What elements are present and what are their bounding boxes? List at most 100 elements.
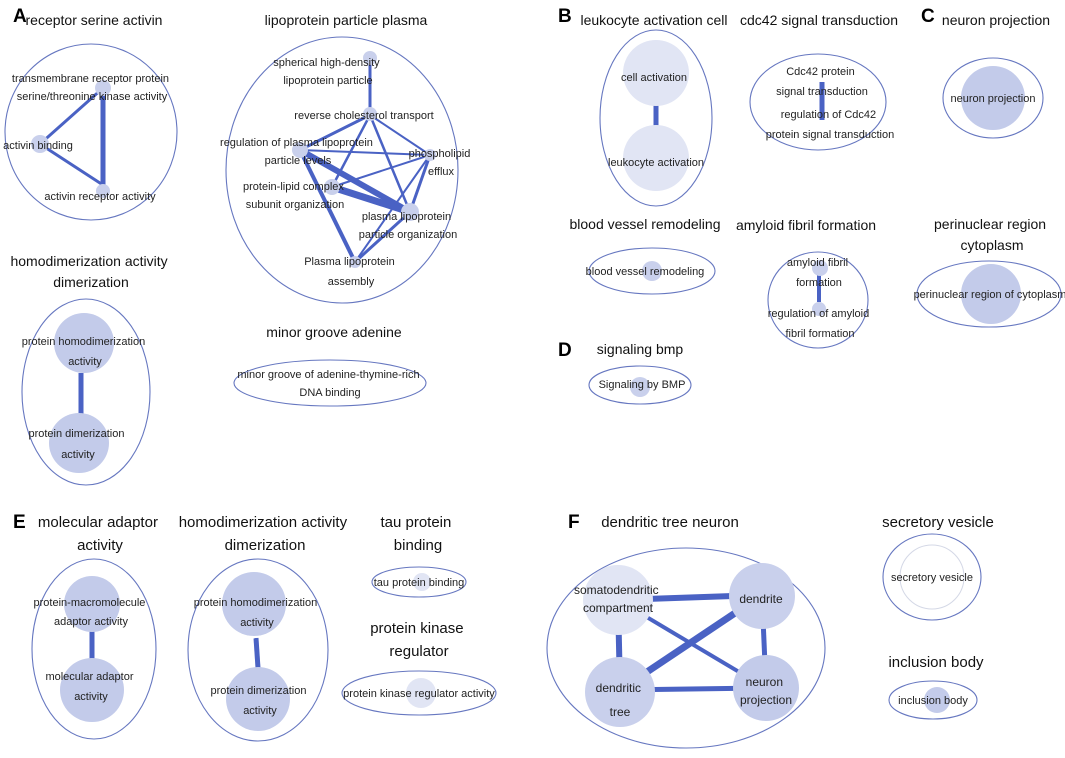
- node-circle: [96, 184, 110, 198]
- edge: [353, 210, 412, 264]
- cluster-title: molecular adaptor activity: [38, 514, 162, 554]
- node-label: cell activation: [621, 72, 687, 84]
- node-circle: [729, 563, 795, 629]
- cluster-secretory-vesicle: secretory vesicle secretory vesicle: [882, 514, 994, 621]
- node-label: protein-macromolecule adaptor activity: [34, 597, 149, 628]
- edges: [39, 86, 106, 187]
- cluster-outline: [225, 36, 459, 304]
- node-label: tau protein binding: [374, 577, 465, 589]
- cluster-cdc42-signal-transduction: cdc42 signal transduction Cdc42 protein …: [740, 12, 898, 151]
- cluster-outline: [31, 558, 157, 740]
- edge: [330, 183, 412, 216]
- node-label: protein kinase regulator activity: [343, 688, 495, 700]
- cluster-title: inclusion body: [888, 654, 984, 671]
- node-circle: [54, 313, 114, 373]
- node-circle: [812, 302, 826, 316]
- node-label: reverse cholesterol transport: [294, 110, 433, 122]
- node-circle: [349, 256, 361, 268]
- cluster-molecular-adaptor: molecular adaptor activity protein-macro…: [31, 514, 162, 740]
- cluster-title: tau protein binding: [380, 514, 455, 554]
- panel-letter-b: B: [558, 6, 572, 27]
- cluster-outline: [546, 547, 826, 749]
- cluster-outline: [4, 43, 178, 221]
- node-label: regulation of Cdc42 protein signal trans…: [766, 109, 894, 141]
- cluster-perinuclear-region: perinuclear region cytoplasm perinuclear…: [914, 216, 1065, 328]
- cluster-title: neuron projection: [942, 12, 1050, 28]
- edge: [354, 154, 431, 263]
- node-circle: [363, 107, 377, 121]
- cluster-outline: [888, 680, 978, 720]
- cluster-outline: [21, 298, 151, 486]
- node-circle: [424, 149, 436, 161]
- node-circle: [222, 572, 286, 636]
- node-label: perinuclear region of cytoplasm: [914, 289, 1065, 301]
- node-label: protein homodimerization activity: [194, 597, 321, 629]
- cluster-outline: [882, 533, 982, 621]
- node-label: leukocyte activation: [608, 157, 704, 169]
- cluster-title: homodimerization activity dimerization: [179, 514, 352, 554]
- cluster-signaling-bmp: signaling bmp Signaling by BMP: [588, 341, 692, 405]
- cluster-amyloid-fibril-formation: amyloid fibril formation amyloid fibril …: [736, 217, 876, 349]
- node-label: somatodendritic compartment: [574, 583, 662, 615]
- node-label: protein dimerization activity: [28, 428, 127, 461]
- node-label: blood vessel remodeling: [586, 266, 705, 278]
- node-circle: [226, 667, 290, 731]
- cluster-title: secretory vesicle: [882, 514, 994, 531]
- node-label: dendritic tree: [596, 681, 645, 719]
- node-circle: [60, 658, 124, 722]
- node-circle: [623, 40, 689, 106]
- node-label: phospholipid efflux: [409, 148, 474, 178]
- node-label: secretory vesicle: [891, 572, 973, 584]
- panel-letter-c: C: [921, 6, 935, 27]
- node-circle: [413, 573, 431, 591]
- node-label: Cdc42 protein signal transduction: [776, 66, 868, 98]
- cluster-homodimerization-e: homodimerization activity dimerization p…: [179, 514, 352, 742]
- node-label: spherical high-density lipoprotein parti…: [273, 57, 382, 87]
- cluster-outline: [767, 251, 869, 349]
- cluster-outline: [371, 566, 467, 598]
- node-label: protein dimerization activity: [210, 685, 309, 717]
- node-label: inclusion body: [898, 695, 968, 707]
- node-circle: [292, 142, 308, 158]
- node-label: transmembrane receptor protein serine/th…: [12, 73, 172, 103]
- cluster-neuron-projection: neuron projection neuron projection: [942, 12, 1050, 139]
- cluster-blood-vessel-remodeling: blood vessel remodeling blood vessel rem…: [570, 216, 720, 295]
- edge: [369, 114, 431, 156]
- cluster-outline: [599, 29, 713, 207]
- cluster-receptor-serine-activin: receptor serine activin transmembrane re…: [3, 12, 178, 221]
- cluster-outline: [916, 260, 1062, 328]
- edge: [368, 114, 412, 213]
- node-circle: [363, 51, 377, 65]
- edge: [298, 149, 357, 263]
- node-circle: [623, 125, 689, 191]
- edges: [298, 60, 432, 264]
- cluster-title: leukocyte activation cell: [580, 12, 727, 28]
- cluster-tau-protein-binding: tau protein binding tau protein binding: [371, 514, 467, 598]
- cluster-leukocyte-activation-cell: leukocyte activation cell cell activatio…: [580, 12, 728, 207]
- node-label: plasma lipoprotein particle organization: [359, 211, 457, 241]
- node-label: neuron projection: [740, 675, 792, 707]
- node-circle: [31, 135, 49, 153]
- node-circle: [899, 544, 965, 610]
- cluster-outline: [187, 558, 329, 742]
- cluster-dendritic-tree-neuron: dendritic tree neuron somatodendritic co…: [546, 514, 826, 749]
- cluster-lipoprotein-particle-plasma: lipoprotein particle plasma spherical hi…: [220, 12, 474, 304]
- node-label: neuron projection: [950, 93, 1035, 105]
- cluster-outline: [588, 247, 716, 295]
- cluster-title: receptor serine activin: [26, 12, 163, 28]
- node-label: molecular adaptor activity: [45, 671, 136, 703]
- node-circle: [812, 260, 828, 276]
- node-label: regulation of amyloid fibril formation: [768, 308, 873, 340]
- cluster-outline: [341, 670, 497, 716]
- cluster-homodimerization-a: homodimerization activity dimerization p…: [10, 253, 168, 486]
- edge: [299, 149, 431, 156]
- cluster-title: perinuclear region cytoplasm: [934, 216, 1050, 253]
- node-circle: [49, 413, 109, 473]
- edge: [299, 113, 371, 152]
- node-circle: [406, 678, 436, 708]
- node-circle: [324, 179, 340, 195]
- panel-letter-e: E: [13, 512, 26, 533]
- node-label: amyloid fibril formation: [787, 257, 851, 289]
- panel-letter-d: D: [558, 340, 572, 361]
